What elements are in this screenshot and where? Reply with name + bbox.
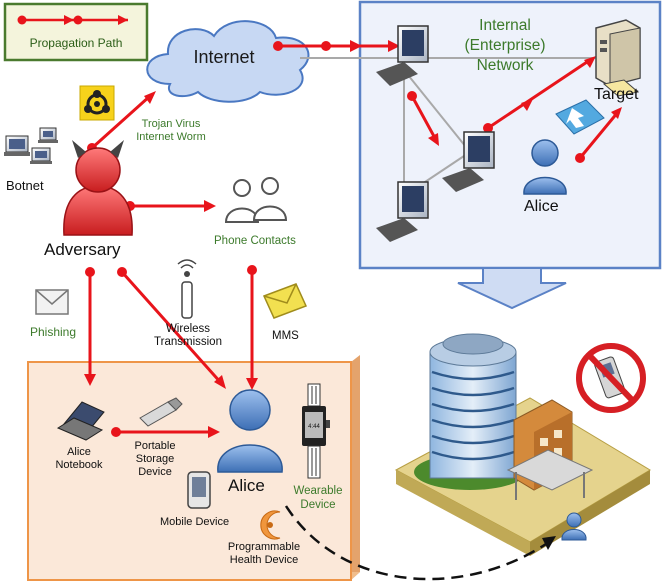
wireless-line-1: Wireless xyxy=(165,323,211,335)
trojan-line-2: Internet Worm xyxy=(136,131,206,143)
propagation-arrows xyxy=(88,44,620,434)
wearable-watch-icon: 4:44 xyxy=(302,383,330,479)
mobile-device-icon xyxy=(187,471,211,509)
notebook-line-2: Notebook xyxy=(55,459,103,471)
upload-icon xyxy=(555,99,605,135)
adversary-label: Adversary xyxy=(44,240,121,259)
personal-devices-panel xyxy=(27,355,360,581)
notebook-line-1: Alice xyxy=(67,446,91,458)
network-title-line-2: (Enterprise) xyxy=(464,37,546,54)
trojan-label: Trojan Virus Internet Worm xyxy=(116,118,226,144)
wearable-line-2: Device xyxy=(300,499,336,511)
building-icon xyxy=(394,333,651,556)
storage-line-3: Device xyxy=(138,466,172,478)
network-title: Internal (Enterprise) Network xyxy=(445,16,565,76)
health-device-label: Programmable Health Device xyxy=(214,541,314,567)
botnet-label: Botnet xyxy=(6,178,44,193)
legend: Propagation Path xyxy=(3,2,149,62)
adversary-icon xyxy=(63,140,133,236)
alice-small-icon xyxy=(561,512,587,541)
health-line-1: Programmable xyxy=(227,541,301,553)
phone-contacts-icon xyxy=(224,177,288,223)
wearable-label: Wearable Device xyxy=(286,484,350,512)
trojan-line-1: Trojan Virus xyxy=(141,118,201,130)
network-title-line-1: Internal xyxy=(479,17,531,34)
antenna-icon xyxy=(177,259,197,319)
legend-label: Propagation Path xyxy=(30,36,123,50)
envelope-icon xyxy=(35,289,69,315)
network-title-line-3: Network xyxy=(476,57,534,74)
mms-label: MMS xyxy=(272,330,299,342)
storage-line-2: Storage xyxy=(135,453,175,465)
alice-notebook-icon xyxy=(56,401,105,441)
internet-cloud: Internet xyxy=(146,20,310,103)
storage-label: Portable Storage Device xyxy=(124,440,186,479)
phishing-label: Phishing xyxy=(30,325,77,339)
phone-contacts-label: Phone Contacts xyxy=(214,235,296,247)
target-label: Target xyxy=(594,86,639,103)
alice-notebook-label: Alice Notebook xyxy=(44,446,114,472)
mms-envelope-icon xyxy=(262,283,308,319)
storage-line-1: Portable xyxy=(134,440,176,452)
arrow-heads xyxy=(84,40,622,438)
network-computer-1 xyxy=(376,25,429,86)
network-computer-3 xyxy=(376,181,429,242)
internet-label: Internet xyxy=(193,47,254,67)
health-device-icon xyxy=(260,510,281,540)
alice-label: Alice xyxy=(228,476,265,495)
wearable-line-1: Wearable xyxy=(293,485,343,497)
usb-stick-icon xyxy=(139,397,183,427)
biohazard-icon xyxy=(79,85,115,121)
no-phone-icon xyxy=(576,343,646,413)
wireless-label: Wireless Transmission xyxy=(138,323,238,349)
target-server-icon xyxy=(595,19,641,97)
botnet-icon xyxy=(4,127,58,164)
alice-icon xyxy=(217,389,283,473)
health-line-2: Health Device xyxy=(229,554,299,566)
mobile-device-label: Mobile Device xyxy=(160,516,230,528)
network-alice-label: Alice xyxy=(524,198,559,215)
alice-network-icon xyxy=(523,139,567,195)
wireless-line-2: Transmission xyxy=(154,336,222,348)
network-computer-2 xyxy=(442,131,495,192)
dashed-path xyxy=(284,505,556,581)
watch-time: 4:44 xyxy=(308,424,320,430)
